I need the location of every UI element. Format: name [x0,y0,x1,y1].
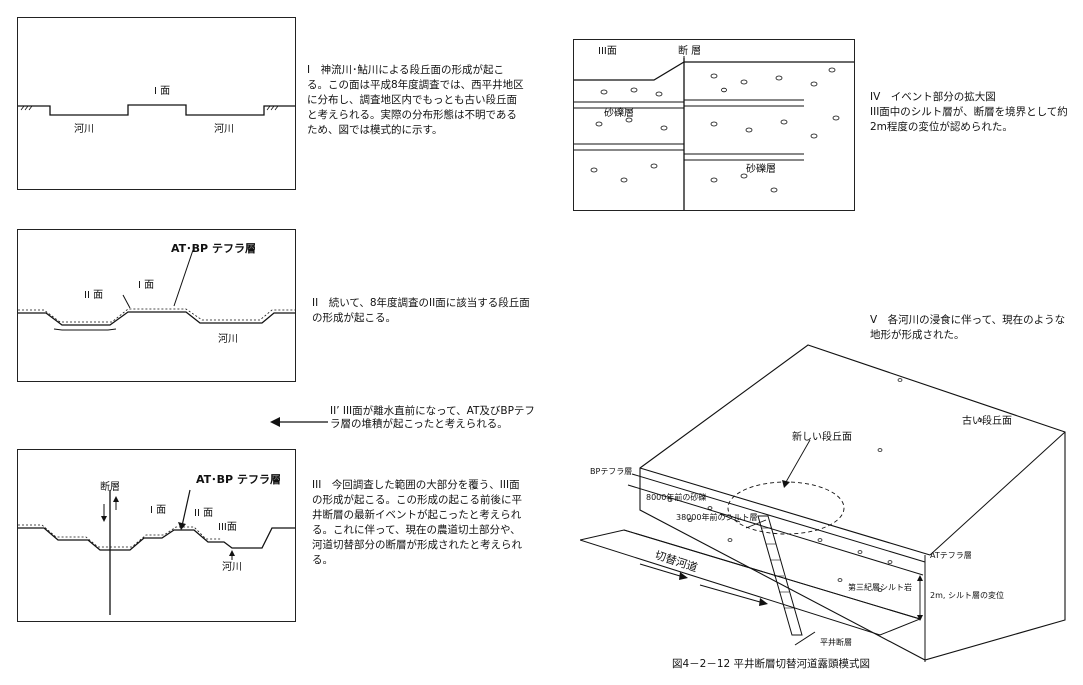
gravel-8000-label: 8000年前の砂礫 [646,493,707,502]
terrace-profile-1 [18,104,295,116]
surface-1-label: I 面 [154,86,171,97]
river-label: 河川 [218,334,238,345]
surface-2-label: II 面 [84,290,104,301]
block-diagram [580,344,1066,662]
surface-2-label: II 面 [194,508,214,519]
surface-3-label: III面 [218,522,237,533]
caption-stage-5: V 各河川の浸食に伴って、現在のような地形が形成された。 [870,314,1066,341]
displacement-label: 2m, シルト層の変位 [930,591,1004,600]
river-label: 河川 [222,562,242,573]
panel-stage-3: 断層 AT･BP テフラ層 I 面 II 面 III面 河川 [17,449,296,622]
fault-label: 断 層 [678,46,702,57]
surface-1-label: I 面 [150,505,167,516]
surface-3-label: III面 [598,46,617,57]
fault-enlargement [574,56,854,210]
tephra-label: AT･BP テフラ層 [196,473,281,486]
panel-stage-1: I 面 河川 河川 [17,17,296,190]
gravel-layer-label-1: 砂礫層 [604,108,634,119]
panel-stage-4: III面 断 層 砂礫層 砂礫層 [573,39,855,211]
terrace-profile-3 [18,489,295,615]
at-tephra-label: ATテフラ層 [930,551,972,560]
caption-stage-2b: II’ III面が離水直前になって、AT及びBPテフラ層の堆積が起こったと考えら… [330,405,535,430]
surface-1-label: I 面 [138,280,155,291]
left-arrow-icon [270,417,328,427]
fault-label: 平井断層 [820,638,852,647]
caption-stage-1: I 神流川･鮎川による段丘面の形成が起こる。この面は平成8年度調査では、西平井地… [307,64,524,136]
fault-label: 断層 [100,482,120,493]
gravel-layer-label-2: 砂礫層 [746,164,776,175]
river-right-label: 河川 [214,124,234,135]
caption-stage-4: IV イベント部分の拡大図 III面中のシルト層が、断層を境界として約2m程度の… [870,91,1068,133]
new-terrace-label: 新しい段丘面 [792,432,852,443]
old-terrace-label: 古い段丘面 [962,416,1012,427]
silt-38000-label: 38000年前のシルト層 [676,513,758,522]
caption-stage-3: III 今回調査した範囲の大部分を覆う、III面の形成が起こる。この形成の起こる… [312,479,522,566]
caption-stage-2: II 続いて、8年度調査のII面に該当する段丘面の形成が起こる。 [312,297,530,324]
tertiary-label: 第三紀層シルト岩 [848,583,912,592]
panel-stage-2: AT･BP テフラ層 I 面 II 面 河川 [17,229,296,382]
figure-title: 図4－2－12 平井断層切替河道露頭模式図 [672,658,871,670]
tephra-label: AT･BP テフラ層 [171,242,256,255]
river-left-label: 河川 [74,124,94,135]
terrace-profile-2 [18,249,295,331]
bp-tephra-label: BPテフラ層 [590,467,633,476]
